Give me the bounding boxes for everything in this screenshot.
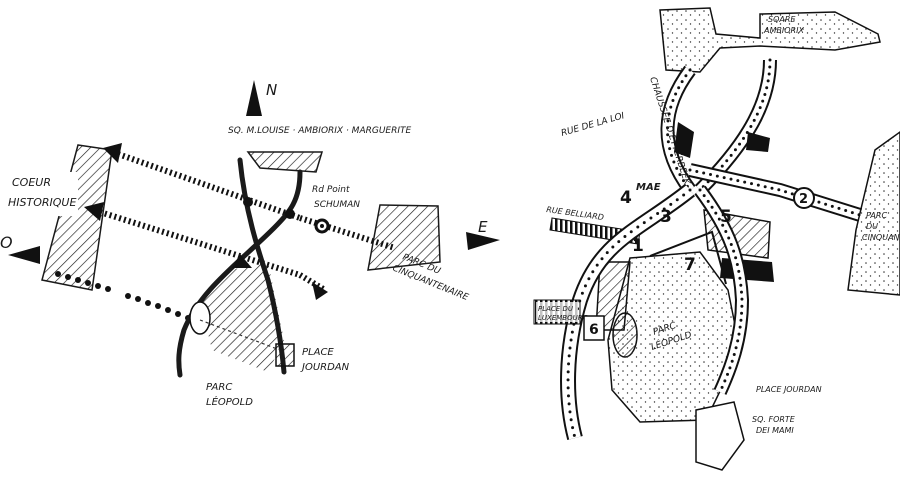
place-jourdan-label-1: PLACE <box>302 347 334 358</box>
rue-de-la-loi-label: RUE DE LA LOI <box>560 111 626 139</box>
parc-cinq-label-3: CINQUANT <box>862 233 900 242</box>
axis-arrow-head-3 <box>312 282 328 300</box>
axis-arrow-head-2 <box>84 202 104 221</box>
marker-3: 3 <box>660 207 672 227</box>
junction-node-1 <box>243 197 253 207</box>
parc-leopold-label-2: LÉOPOLD <box>206 395 253 408</box>
right-map: SQARE AMBIORIX CHAUSSÉE D'ETTERBEEK RUE … <box>533 7 900 471</box>
marker-4: 4 <box>620 188 632 208</box>
marker-6: 6 <box>589 322 599 338</box>
marker-7: 7 <box>684 255 696 275</box>
dashed-link-jourdan <box>199 319 281 351</box>
loi-corridor <box>688 163 863 222</box>
number-markers: 1 2 3 4 5 6 7 <box>589 187 815 338</box>
square-forte-label-1: SQ. FORTE <box>752 415 796 424</box>
west-label: O <box>0 233 13 252</box>
parc-cinquantenaire-right: PARC DU CINQUANT <box>847 131 900 296</box>
parc-cinq-label-2: DU <box>866 222 878 231</box>
coeur-historique-label-1: COEUR <box>12 176 51 189</box>
axis-arrow-head-1 <box>103 143 122 163</box>
dotted-route-west <box>55 271 191 321</box>
west-arrow: O <box>0 233 40 264</box>
parc-leopold-area: PARC LÉOPOLD <box>189 254 284 408</box>
rond-point-label-2: SCHUMAN <box>314 200 360 210</box>
marker-2: 2 <box>799 192 808 207</box>
junction-node-2 <box>285 209 295 219</box>
north-arrow: N <box>246 80 277 116</box>
parc-leopold-label-1: PARC <box>206 382 232 393</box>
place-luxembourg-label-2: LUXEMBOURG <box>538 314 589 322</box>
marker-5: 5 <box>720 207 732 227</box>
place-luxembourg: PLACE DU LUXEMBOURG <box>533 299 605 341</box>
square-ambiorix: SQARE AMBIORIX <box>659 7 881 73</box>
place-jourdan-right: PLACE JOURDAN SQ. FORTE DEI MAMI <box>695 385 822 471</box>
square-ambiorix-label-2: AMBIORIX <box>763 26 804 35</box>
cinquantenaire-block: PARC DU CINQUANTENAIRE <box>367 204 470 303</box>
place-jourdan: PLACE JOURDAN <box>275 343 350 373</box>
square-forte-label-2: DEI MAMI <box>756 426 794 435</box>
east-arrow: E <box>466 218 500 250</box>
east-label: E <box>478 218 488 236</box>
rond-point-label-1: Rd Point <box>312 185 350 195</box>
maelbeek-label: MAE <box>636 182 661 193</box>
north-label: N <box>266 81 277 99</box>
left-map: COEUR HISTORIQUE O SQ. M.L <box>0 80 500 408</box>
squares-block: SQ. M.LOUISE · AMBIORIX · MARGUERITE <box>228 126 412 173</box>
coeur-historique-block: COEUR HISTORIQUE <box>8 144 113 291</box>
squares-label: SQ. M.LOUISE · AMBIORIX · MARGUERITE <box>228 126 412 136</box>
place-luxembourg-label-1: PLACE DU <box>538 305 573 313</box>
place-jourdan-label-2: JOURDAN <box>300 362 350 373</box>
coeur-historique-label-2: HISTORIQUE <box>8 196 76 209</box>
parc-cinq-label-1: PARC <box>866 211 887 220</box>
place-jourdan-right-label: PLACE JOURDAN <box>756 385 822 394</box>
marker-1: 1 <box>632 236 644 256</box>
square-ambiorix-label-1: SQARE <box>768 15 796 24</box>
corridor-seven <box>649 230 727 285</box>
